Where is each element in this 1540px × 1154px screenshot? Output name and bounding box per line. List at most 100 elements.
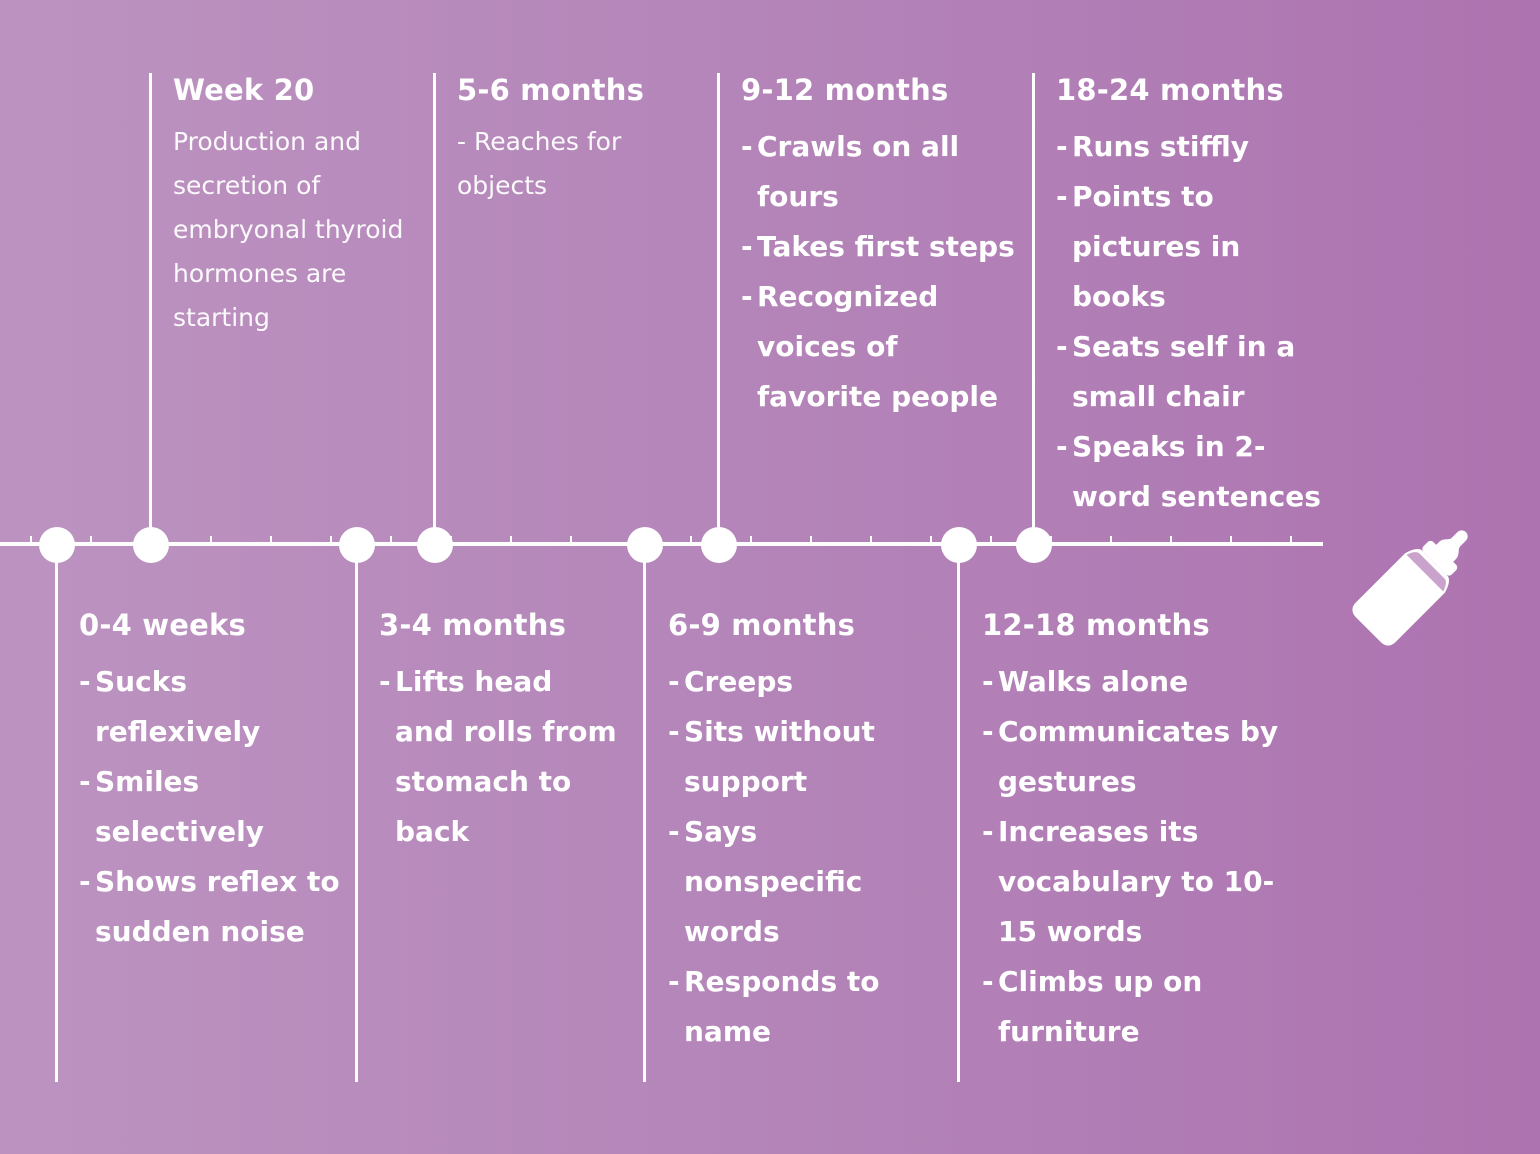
connector-9-12-months xyxy=(717,73,720,545)
dash-bullet: - xyxy=(79,665,91,698)
milestone-5-6-months: 5-6 months - Reaches for objects xyxy=(457,72,697,208)
milestone-item: -Responds to name xyxy=(668,957,938,1057)
axis-tick xyxy=(90,536,92,544)
milestone-title: 0-4 weeks xyxy=(79,608,246,642)
milestone-item-text: Responds to name xyxy=(684,965,880,1048)
milestone-item: -Says nonspecific words xyxy=(668,807,938,957)
dash-bullet: - xyxy=(1056,430,1068,463)
dash-bullet: - xyxy=(79,865,91,898)
milestone-item: -Communicates by gestures xyxy=(982,707,1312,807)
connector-6-9-months xyxy=(643,545,646,1082)
dash-bullet: - xyxy=(741,280,753,313)
milestone-item: -Points to pictures in books xyxy=(1056,172,1326,322)
milestone-title: 9-12 months xyxy=(741,73,949,107)
milestone-item: -Lifts head and rolls from stomach to ba… xyxy=(379,657,619,857)
milestone-dot-week-20 xyxy=(133,527,169,563)
axis-tick xyxy=(1230,536,1232,544)
milestone-item: -Climbs up on furniture xyxy=(982,957,1312,1057)
milestone-items: -Creeps-Sits without support-Says nonspe… xyxy=(668,657,938,1057)
axis-tick xyxy=(810,536,812,544)
connector-12-18-months xyxy=(957,545,960,1082)
axis-tick xyxy=(510,536,512,544)
milestone-item-text: Sits without support xyxy=(684,715,875,798)
milestone-dot-3-4-months xyxy=(339,527,375,563)
milestone-item-text: Increases its vocabulary to 10-15 words xyxy=(998,815,1275,948)
axis-tick xyxy=(750,536,752,544)
milestone-item: -Seats self in a small chair xyxy=(1056,322,1326,422)
milestone-dot-0-4-weeks xyxy=(39,527,75,563)
connector-3-4-months xyxy=(355,545,358,1082)
milestone-dot-5-6-months xyxy=(417,527,453,563)
axis-tick xyxy=(390,536,392,544)
milestone-week-20: Week 20 Production and secretion of embr… xyxy=(173,72,423,340)
axis-tick xyxy=(30,536,32,544)
milestone-description: Production and secretion of embryonal th… xyxy=(173,127,404,332)
milestone-item-text: Crawls on all fours xyxy=(757,130,960,213)
milestone-title: 12-18 months xyxy=(982,608,1210,642)
milestone-9-12-months: 9-12 months -Crawls on all fours-Takes f… xyxy=(741,72,1016,422)
milestone-item-text: Says nonspecific words xyxy=(684,815,863,948)
milestone-title: 18-24 months xyxy=(1056,73,1284,107)
dash-bullet: - xyxy=(668,715,680,748)
milestone-items: -Runs stiffly-Points to pictures in book… xyxy=(1056,122,1326,522)
axis-tick xyxy=(870,536,872,544)
dash-bullet: - xyxy=(668,665,680,698)
milestone-item: -Recognized voices of favorite people xyxy=(741,272,1016,422)
milestone-item: -Takes first steps xyxy=(741,222,1016,272)
axis-tick xyxy=(210,536,212,544)
milestone-item-text: Takes first steps xyxy=(757,230,1015,263)
axis-tick xyxy=(1290,536,1292,544)
dash-bullet: - xyxy=(982,965,994,998)
dash-bullet: - xyxy=(379,665,391,698)
milestone-item: -Sucks reflexively xyxy=(79,657,344,757)
milestone-items: -Crawls on all fours-Takes first steps-R… xyxy=(741,122,1016,422)
axis-tick xyxy=(1110,536,1112,544)
milestone-item: -Speaks in 2-word sentences xyxy=(1056,422,1326,522)
milestone-item-text: Climbs up on furniture xyxy=(998,965,1203,1048)
dash-bullet: - xyxy=(741,130,753,163)
milestone-item: -Walks alone xyxy=(982,657,1312,707)
axis-tick xyxy=(270,536,272,544)
dash-bullet: - xyxy=(741,230,753,263)
milestone-dot-18-24-months xyxy=(1016,527,1052,563)
milestone-item-text: Speaks in 2-word sentences xyxy=(1072,430,1321,513)
dash-bullet: - xyxy=(1056,180,1068,213)
dash-bullet: - xyxy=(982,815,994,848)
axis-tick xyxy=(930,536,932,544)
milestone-item: -Shows reflex to sudden noise xyxy=(79,857,344,957)
milestone-title: Week 20 xyxy=(173,73,315,107)
milestone-title: 5-6 months xyxy=(457,73,645,107)
milestone-item-text: Recognized voices of favorite people xyxy=(757,280,998,413)
axis-tick xyxy=(690,536,692,544)
milestone-item-text: Points to pictures in books xyxy=(1072,180,1241,313)
milestone-item: -Creeps xyxy=(668,657,938,707)
dash-bullet: - xyxy=(1056,130,1068,163)
dash-bullet: - xyxy=(668,815,680,848)
milestone-item: -Runs stiffly xyxy=(1056,122,1326,172)
milestone-18-24-months: 18-24 months -Runs stiffly-Points to pic… xyxy=(1056,72,1326,522)
baby-bottle-icon xyxy=(1352,530,1468,646)
milestone-title: 6-9 months xyxy=(668,608,856,642)
milestone-description: - Reaches for objects xyxy=(457,127,622,200)
dash-bullet: - xyxy=(668,965,680,998)
milestone-item: -Crawls on all fours xyxy=(741,122,1016,222)
milestone-item-text: Runs stiffly xyxy=(1072,130,1249,163)
axis-tick xyxy=(330,536,332,544)
connector-18-24-months xyxy=(1032,73,1035,545)
milestone-dot-6-9-months xyxy=(627,527,663,563)
milestone-items: -Lifts head and rolls from stomach to ba… xyxy=(379,657,619,857)
milestone-items: -Walks alone-Communicates by gestures-In… xyxy=(982,657,1312,1057)
dash-bullet: - xyxy=(982,665,994,698)
milestone-item-text: Shows reflex to sudden noise xyxy=(95,865,340,948)
milestone-item-text: Seats self in a small chair xyxy=(1072,330,1296,413)
milestone-title: 3-4 months xyxy=(379,608,567,642)
connector-week-20 xyxy=(149,73,152,545)
axis-tick xyxy=(1170,536,1172,544)
milestone-item: -Smiles selectively xyxy=(79,757,344,857)
milestone-6-9-months: 6-9 months -Creeps-Sits without support-… xyxy=(668,607,938,1057)
milestone-item-text: Sucks reflexively xyxy=(95,665,261,748)
milestone-items: -Sucks reflexively-Smiles selectively-Sh… xyxy=(79,657,344,957)
milestone-dot-12-18-months xyxy=(941,527,977,563)
dash-bullet: - xyxy=(79,765,91,798)
